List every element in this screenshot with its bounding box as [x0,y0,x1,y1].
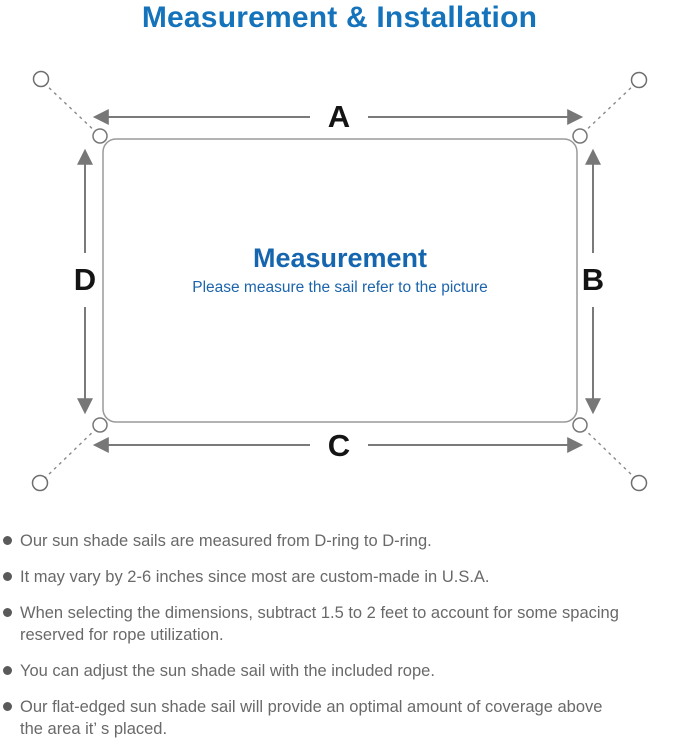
note-line: Our sun shade sails are measured from D-… [20,532,432,550]
note-line: It may vary by 2-6 inches since most are… [20,568,490,586]
note-line: reserved for rope utilization. [20,626,224,644]
list-item: Our sun shade sails are measured from D-… [3,530,679,552]
bullet-icon [3,702,12,711]
sail-outline [102,138,578,423]
dimension-label-d: D [74,262,96,297]
dimension-label-b: B [582,262,604,297]
d-ring [92,417,108,433]
bullet-icon [3,536,12,545]
anchor-point [31,474,49,492]
note-line: Our flat-edged sun shade sail will provi… [20,698,603,716]
tether-dashed-line [43,82,101,137]
d-ring [572,128,588,144]
d-ring [92,128,108,144]
tether-dashed-line [43,424,101,480]
dimension-label-c: C [328,428,350,463]
diagram-center-caption: Please measure the sail refer to the pic… [192,279,488,296]
note-line: You can adjust the sun shade sail with t… [20,662,435,680]
diagram-center-title: Measurement [253,243,427,273]
list-item: It may vary by 2-6 inches since most are… [3,566,679,588]
list-item: When selecting the dimensions, subtract … [3,602,679,646]
note-line: When selecting the dimensions, subtract … [20,604,619,622]
bullet-icon [3,608,12,617]
dimension-label-a: A [328,99,350,134]
anchor-point [630,474,648,492]
bullet-icon [3,572,12,581]
note-text: It may vary by 2-6 inches since most are… [20,566,490,588]
d-ring [572,417,588,433]
note-line: the area it’ s placed. [20,720,168,738]
notes-list: Our sun shade sails are measured from D-… [3,530,679,739]
anchor-point [630,71,648,89]
bullet-icon [3,666,12,675]
list-item: You can adjust the sun shade sail with t… [3,660,679,682]
note-text: When selecting the dimensions, subtract … [20,602,619,646]
tether-dashed-line [579,82,637,137]
page-title: Measurement & Installation [141,1,538,34]
anchor-point [32,70,50,88]
note-text: Our flat-edged sun shade sail will provi… [20,696,602,739]
note-text: You can adjust the sun shade sail with t… [20,660,435,682]
list-item: Our flat-edged sun shade sail will provi… [3,696,679,739]
tether-dashed-line [579,424,637,480]
note-text: Our sun shade sails are measured from D-… [20,530,432,552]
